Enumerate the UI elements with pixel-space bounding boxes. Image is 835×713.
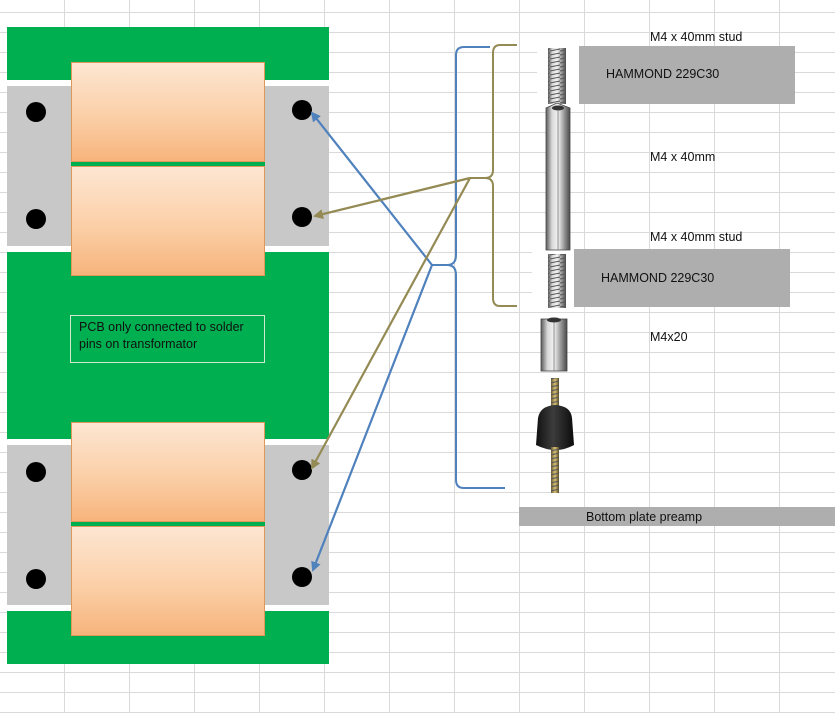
label-hammond-top: HAMMOND 229C30	[606, 67, 720, 81]
pcb-note-text: PCB only connected to solder pins on tra…	[79, 320, 244, 351]
pcb-note: PCB only connected to solder pins on tra…	[70, 315, 265, 363]
arrow-blue-bottom	[311, 264, 434, 572]
label-hammond-bottom: HAMMOND 229C30	[601, 271, 715, 285]
transformer-top-winding-upper	[71, 62, 265, 162]
rubber-mount	[536, 378, 574, 493]
arrow-olive-bottom	[311, 177, 471, 470]
stud-top	[548, 48, 566, 104]
transformer-bottom-winding-lower	[71, 526, 265, 636]
solder-pin	[292, 100, 312, 120]
stud-bottom	[548, 254, 566, 308]
label-stud-bottom: M4 x 40mm stud	[650, 230, 743, 244]
solder-pin	[292, 567, 312, 587]
transformer-bottom-winding-upper	[71, 422, 265, 522]
transformer-top-winding-lower	[71, 166, 265, 276]
standoff-20mm	[540, 317, 568, 372]
bracket-blue	[432, 46, 505, 489]
solder-pin	[26, 462, 46, 482]
hammond-top-bar	[537, 46, 795, 104]
bottom-plate-bar	[519, 507, 835, 526]
label-bottom-plate: Bottom plate preamp	[586, 510, 703, 524]
standoff-40mm	[545, 102, 571, 251]
solder-pin	[292, 460, 312, 480]
hammond-bottom-bar	[532, 249, 790, 307]
solder-pin	[26, 209, 46, 229]
bracket-olive	[470, 44, 517, 307]
label-standoff-40: M4 x 40mm	[650, 150, 716, 164]
label-stud-top: M4 x 40mm stud	[650, 30, 743, 44]
arrow-olive-top	[313, 176, 471, 219]
arrow-blue-top	[310, 111, 433, 266]
solder-pin	[26, 569, 46, 589]
label-standoff-20: M4x20	[650, 330, 688, 344]
solder-pin	[292, 207, 312, 227]
solder-pin	[26, 102, 46, 122]
